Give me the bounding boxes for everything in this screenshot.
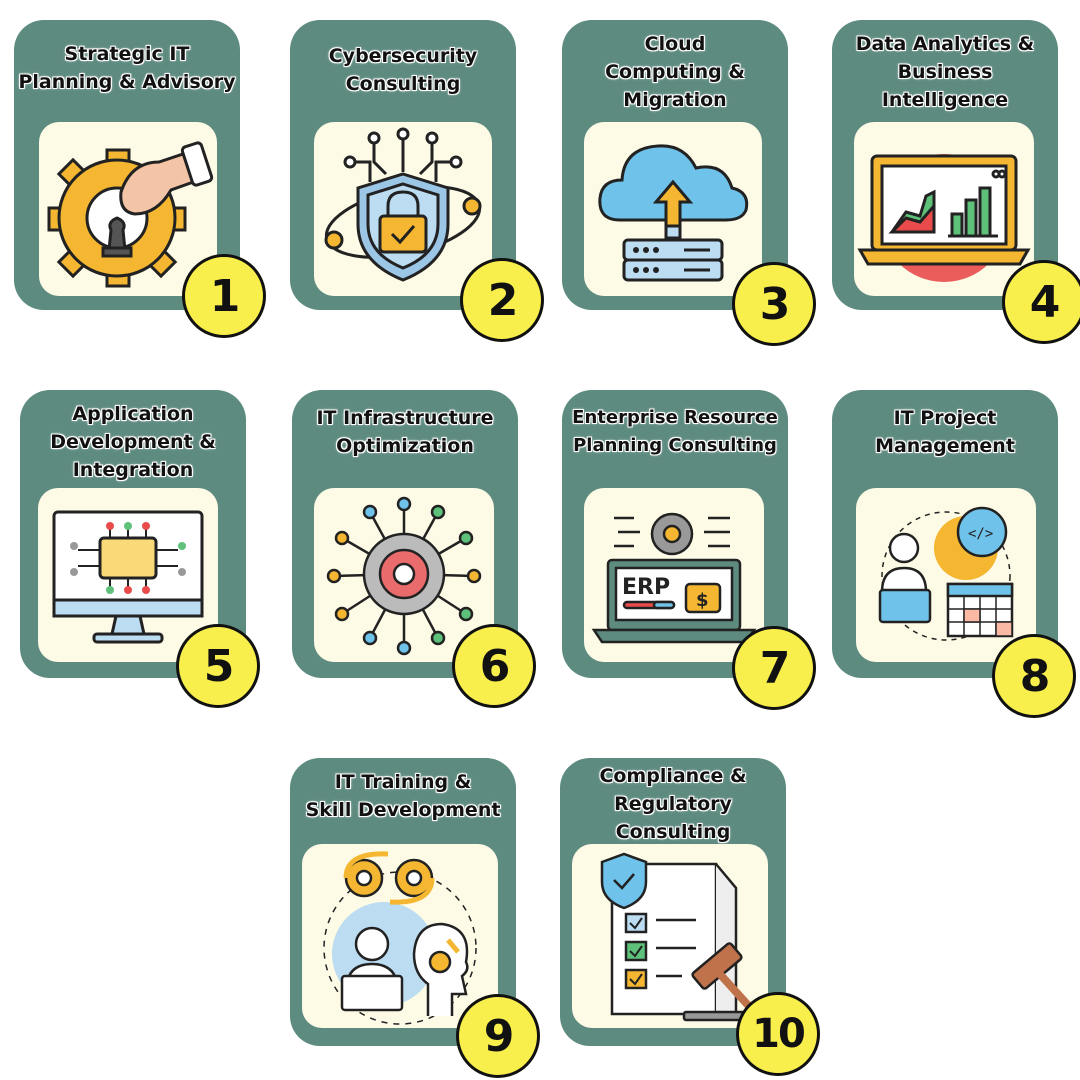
svg-text:</>: </> [968, 526, 993, 542]
service-number-badge-1: 1 [182, 254, 266, 338]
service-card-3: Cloud Computing & Migration 3 [562, 20, 816, 346]
service-title-5: Application Development & Integration [50, 403, 216, 481]
service-title-2: Cybersecurity Consulting [328, 45, 478, 95]
gear-network-icon [326, 496, 482, 656]
service-card-7: Enterprise Resource Planning Consulting … [562, 390, 816, 710]
service-title-1: Strategic IT Planning & Advisory [18, 43, 236, 93]
service-card-2: Cybersecurity Consulting 2 [290, 20, 544, 342]
service-illustration-5 [38, 488, 218, 662]
service-title-6: IT Infrastructure Optimization [316, 407, 494, 457]
svg-text:ERP: ERP [622, 575, 670, 600]
service-number-badge-9: 9 [456, 994, 540, 1078]
service-card-10: Compliance & Regulatory Consulting 10 [560, 758, 820, 1076]
svg-text:$: $ [696, 590, 709, 611]
service-illustration-3 [584, 122, 762, 296]
service-illustration-1 [39, 122, 217, 296]
strategy-gear-chess-icon [47, 141, 214, 288]
service-number-badge-5: 5 [176, 624, 260, 708]
service-illustration-6 [314, 488, 494, 662]
service-card-5: Application Development & Integration 5 [20, 390, 260, 708]
service-title-4: Data Analytics & Business Intelligence [855, 33, 1035, 111]
service-number-badge-2: 2 [460, 258, 544, 342]
service-card-8: IT Project Management </> 8 [832, 390, 1076, 718]
service-illustration-10 [572, 844, 768, 1028]
service-card-9: IT Training & Skill Development 9 [290, 758, 540, 1078]
service-illustration-7: ERP $ [584, 488, 764, 662]
training-learner-icon [323, 851, 477, 1025]
service-title-7: Enterprise Resource Planning Consulting [572, 407, 778, 456]
service-illustration-9 [302, 844, 498, 1028]
laptop-charts-icon [857, 154, 1031, 282]
service-illustration-8: </> [856, 488, 1036, 662]
project-manager-calendar-icon: </> [878, 506, 1014, 641]
compliance-document-gavel-icon [600, 852, 759, 1022]
service-illustration-2 [314, 122, 492, 296]
service-title-3: Cloud Computing & Migration [605, 33, 745, 111]
service-number-badge-7: 7 [732, 626, 816, 710]
service-title-8: IT Project Management [875, 407, 1015, 457]
service-card-1: Strategic IT Planning & Advisory [14, 20, 266, 338]
service-number-badge-6: 6 [452, 624, 536, 708]
service-illustration-4 [854, 122, 1034, 296]
monitor-chip-icon [52, 510, 204, 644]
service-number-badge-3: 3 [732, 262, 816, 346]
service-card-6: IT Infrastructure Optimization 6 [292, 390, 536, 708]
security-shield-lock-icon [324, 127, 482, 282]
service-title-9: IT Training & Skill Development [305, 771, 501, 821]
service-number-badge-4: 4 [1002, 260, 1080, 344]
service-title-10: Compliance & Regulatory Consulting [599, 765, 747, 843]
service-number-badge-10: 10 [736, 992, 820, 1076]
erp-laptop-icon: ERP $ [591, 512, 757, 644]
cloud-upload-server-icon [598, 144, 749, 282]
service-card-4: Data Analytics & Business Intelligence 4 [832, 20, 1080, 344]
service-number-badge-8: 8 [992, 634, 1076, 718]
